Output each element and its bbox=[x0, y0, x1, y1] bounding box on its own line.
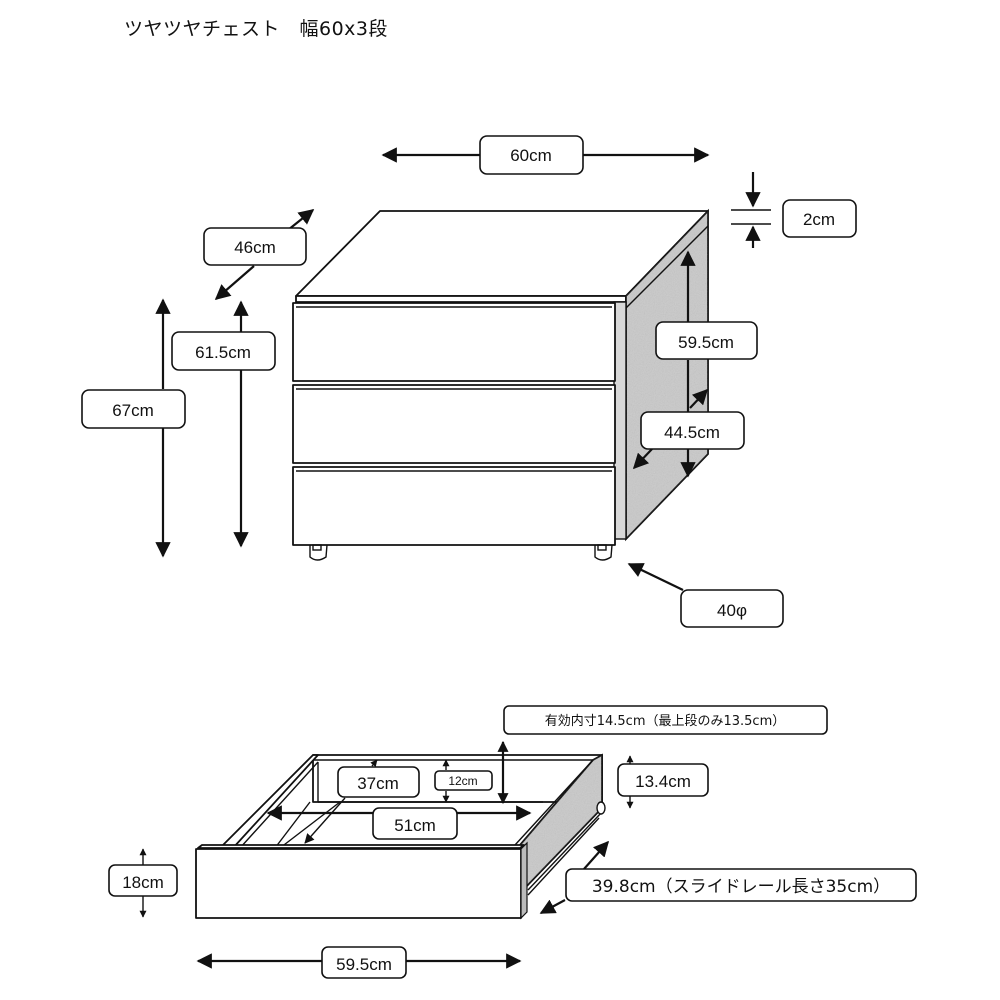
caster-left-icon bbox=[309, 544, 328, 561]
label-top-thickness: 2cm bbox=[803, 210, 835, 229]
dim-side-depth: 44.5cm bbox=[632, 388, 745, 470]
chest-illustration bbox=[292, 208, 709, 561]
label-chest-depth: 46cm bbox=[234, 238, 276, 257]
dim-inner-depth: 37cm bbox=[304, 759, 420, 844]
dim-drawer-depth: 39.8cm（スライドレール長さ35cm） bbox=[539, 840, 917, 914]
dim-drawer-side-height: 13.4cm bbox=[617, 755, 709, 809]
label-inner-depth: 37cm bbox=[357, 774, 399, 793]
dim-inner-height: 12cm bbox=[434, 759, 493, 803]
page-title: ツヤツヤチェスト 幅60x3段 bbox=[124, 18, 389, 40]
dim-front-height: 18cm bbox=[108, 848, 178, 918]
label-side-height: 59.5cm bbox=[678, 333, 734, 352]
label-drawer-depth: 39.8cm（スライドレール長さ35cm） bbox=[592, 877, 890, 897]
chest-drawer-2 bbox=[292, 384, 616, 464]
dim-caster: 40φ bbox=[627, 563, 784, 628]
label-inner-width: 51cm bbox=[394, 816, 436, 835]
slide-rail-stopper-icon bbox=[596, 801, 606, 815]
label-front-width: 59.5cm bbox=[336, 955, 392, 974]
drawer-front-panel bbox=[195, 848, 522, 919]
dim-chest-width: 60cm bbox=[381, 135, 710, 175]
dim-top-thickness: 2cm bbox=[731, 172, 857, 248]
dim-body-height: 61.5cm bbox=[171, 300, 276, 548]
dim-total-height: 67cm bbox=[81, 298, 186, 558]
label-drawer-side-height: 13.4cm bbox=[635, 772, 691, 791]
label-effective-inner: 有効内寸14.5cm（最上段のみ13.5cm） bbox=[545, 713, 786, 729]
label-side-depth: 44.5cm bbox=[664, 423, 720, 442]
chest-drawer-3 bbox=[292, 466, 616, 546]
label-front-height: 18cm bbox=[122, 873, 164, 892]
label-chest-width: 60cm bbox=[510, 146, 552, 165]
chest-top-edge bbox=[295, 295, 627, 303]
label-total-height: 67cm bbox=[112, 401, 154, 420]
dim-front-width: 59.5cm bbox=[196, 946, 522, 979]
dim-inner-width: 51cm bbox=[266, 805, 532, 840]
chest-drawer-1 bbox=[292, 302, 616, 382]
label-body-height: 61.5cm bbox=[195, 343, 251, 362]
dim-effective-inner: 有効内寸14.5cm（最上段のみ13.5cm） bbox=[497, 705, 828, 805]
label-inner-height: 12cm bbox=[448, 774, 477, 788]
caster-right-icon bbox=[594, 544, 613, 561]
dim-side-height: 59.5cm bbox=[655, 250, 758, 478]
dim-chest-depth: 46cm bbox=[203, 209, 315, 301]
label-caster: 40φ bbox=[717, 601, 747, 620]
